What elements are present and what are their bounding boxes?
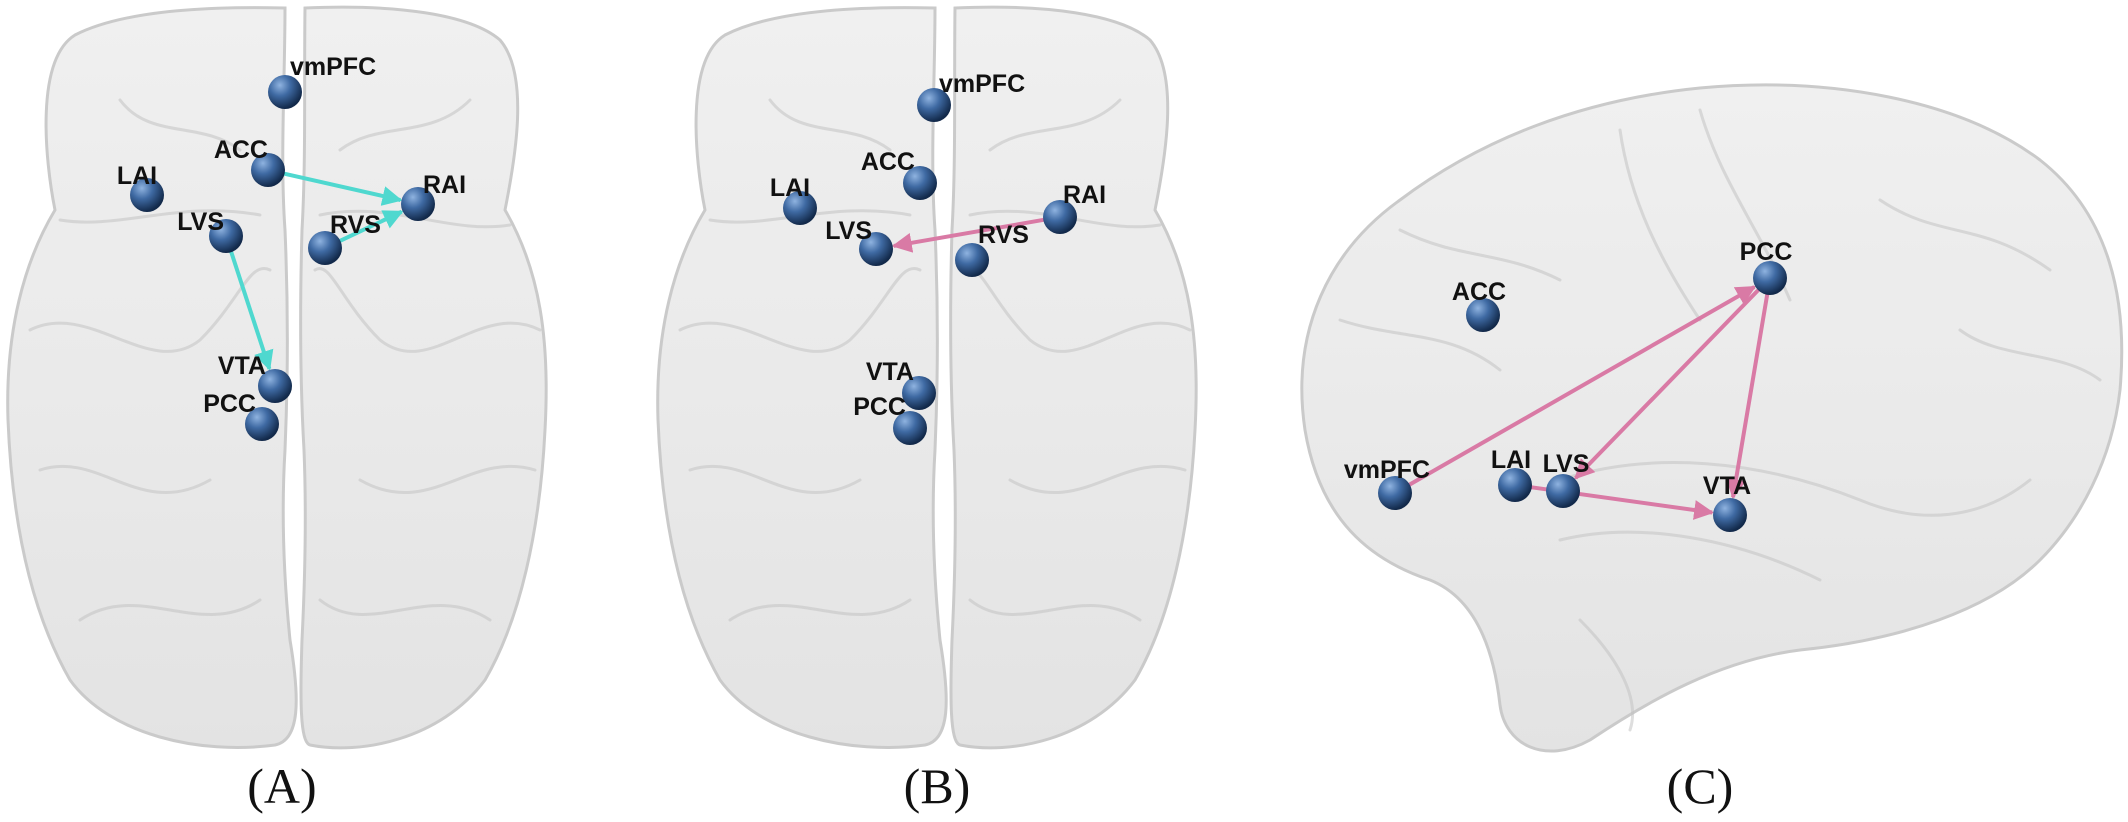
panel-b-left-hemisphere (656, 6, 948, 749)
panel-a-node-label-vta: VTA (218, 352, 266, 380)
panel-a-node-label-rvs: RVS (330, 211, 381, 239)
panel-c-gyrus (1878, 198, 2052, 272)
panel-a-gyrus (38, 464, 212, 494)
panel-c-gyrus (1618, 128, 1702, 322)
panel-b-node-label-pcc: PCC (853, 393, 906, 421)
panel-b-gyrus (678, 266, 922, 353)
panel-a-node-label-lai: LAI (117, 162, 157, 190)
panel-b-node-vmpfc (917, 88, 951, 122)
panel-b-node-pcc (893, 411, 927, 445)
panel-c-gyrus (1558, 530, 1822, 582)
panel-b-node-vta (902, 376, 936, 410)
panel-c-edge-pcc-to-vta (1726, 292, 1770, 500)
panel-a-gyrus (318, 598, 492, 622)
panel-c-edge-vmpfc-to-pcc (1407, 285, 1757, 488)
panel-c-node-acc (1466, 298, 1500, 332)
panel-a-gyrus (358, 464, 537, 494)
panel-b-edge-rai-to-lvs (891, 217, 1046, 253)
panel-a-edge-acc-to-rai (282, 171, 403, 206)
panel-c-gyrus (1338, 318, 1502, 372)
panel-c-node-label-vmpfc: vmPFC (1344, 456, 1430, 484)
panel-c-nodes: ACC PCC vmPFC LAI LVS VTA (1344, 238, 1793, 532)
panel-b-node-acc (903, 166, 937, 200)
panel-c-brain (1300, 83, 2124, 753)
panel-a-node-acc (251, 153, 285, 187)
panel-a-edges (228, 171, 404, 371)
panel-c-node-label-vta: VTA (1703, 472, 1751, 500)
panel-a-node-vmpfc (268, 75, 302, 109)
panel-c-label: (C) (1667, 758, 1734, 814)
panel-c: ACC PCC vmPFC LAI LVS VTA (C) (1300, 83, 2124, 814)
panel-b-gyrus (968, 598, 1142, 622)
panel-b-node-lvs (859, 232, 893, 266)
panel-a-node-lai (130, 178, 164, 212)
panel-b-node-rai (1043, 200, 1077, 234)
panel-b-brain (656, 5, 1198, 750)
panel-c-cortex (1300, 83, 2124, 753)
panel-a-node-label-pcc: PCC (203, 390, 256, 418)
panel-c-node-lai (1498, 468, 1532, 502)
panel-a-left-hemisphere (6, 6, 298, 749)
panel-a-nodes: vmPFC ACC LAI RAI LVS RVS VTA PCC (117, 53, 466, 441)
panel-b-gyrus (688, 464, 862, 494)
panel-b-node-label-rvs: RVS (978, 221, 1029, 249)
panel-b-node-label-rai: RAI (1063, 181, 1106, 209)
panel-a-node-rai (401, 187, 435, 221)
panel-b-gyrus (1008, 464, 1187, 494)
panel-a-gyrus (118, 98, 242, 152)
panel-a-gyrus (78, 598, 262, 622)
panel-b-gyrus (728, 598, 912, 622)
panel-a-node-vta (258, 369, 292, 403)
panel-a-edge-lvs-to-vta (228, 249, 274, 371)
panel-a-node-label-rai: RAI (423, 171, 466, 199)
panel-c-node-label-pcc: PCC (1740, 238, 1793, 266)
panel-b-nodes: vmPFC ACC LAI RAI LVS RVS VTA PCC (770, 70, 1106, 445)
panel-c-node-label-lvs: LVS (1543, 450, 1590, 478)
panel-a-node-label-lvs: LVS (177, 208, 224, 236)
panel-b-gyrus (988, 98, 1122, 152)
panel-b-node-label-vta: VTA (866, 358, 914, 386)
panel-c-node-label-acc: ACC (1452, 278, 1506, 306)
panel-c-gyrus (1578, 618, 1635, 732)
panel-b-node-label-acc: ACC (861, 148, 915, 176)
panel-c-node-lvs (1546, 474, 1580, 508)
panel-b-right-hemisphere (949, 5, 1198, 750)
panel-a-node-pcc (245, 407, 279, 441)
panel-a-edge-rvs-to-rai (337, 209, 404, 244)
panel-a: vmPFC ACC LAI RAI LVS RVS VTA PCC (A) (6, 5, 548, 814)
panel-c-node-label-lai: LAI (1491, 446, 1531, 474)
panel-c-gyrus (1398, 228, 1562, 282)
panel-a-gyrus (313, 267, 542, 353)
panel-b-label: (B) (904, 758, 971, 814)
panel-b-node-label-vmpfc: vmPFC (939, 70, 1025, 98)
panel-a-node-label-vmpfc: vmPFC (290, 53, 376, 81)
panel-b-gyrus (768, 98, 892, 152)
panel-a-right-hemisphere (299, 5, 548, 750)
panel-b-node-rvs (955, 243, 989, 277)
panel-b-node-lai (783, 191, 817, 225)
panel-c-node-vta (1713, 498, 1747, 532)
panel-b-node-label-lai: LAI (770, 174, 810, 202)
panel-c-node-vmpfc (1378, 476, 1412, 510)
panel-a-label: (A) (247, 758, 316, 814)
panel-a-gyrus (28, 266, 272, 353)
panel-c-node-pcc (1753, 261, 1787, 295)
panel-b: vmPFC ACC LAI RAI LVS RVS VTA PCC (B) (656, 5, 1198, 814)
panel-c-edge-pcc-to-lvs (1574, 287, 1761, 480)
panel-a-node-lvs (209, 219, 243, 253)
panel-c-gyrus (1558, 461, 2032, 517)
panel-b-edges (891, 217, 1046, 253)
panel-b-gyrus (963, 267, 1192, 353)
panel-c-gyrus (1958, 328, 2102, 382)
panel-b-node-label-lvs: LVS (825, 217, 872, 245)
panel-a-gyrus (58, 209, 262, 224)
panel-a-node-label-acc: ACC (214, 136, 268, 164)
panel-a-gyrus (338, 98, 472, 152)
panel-a-node-rvs (308, 231, 342, 265)
